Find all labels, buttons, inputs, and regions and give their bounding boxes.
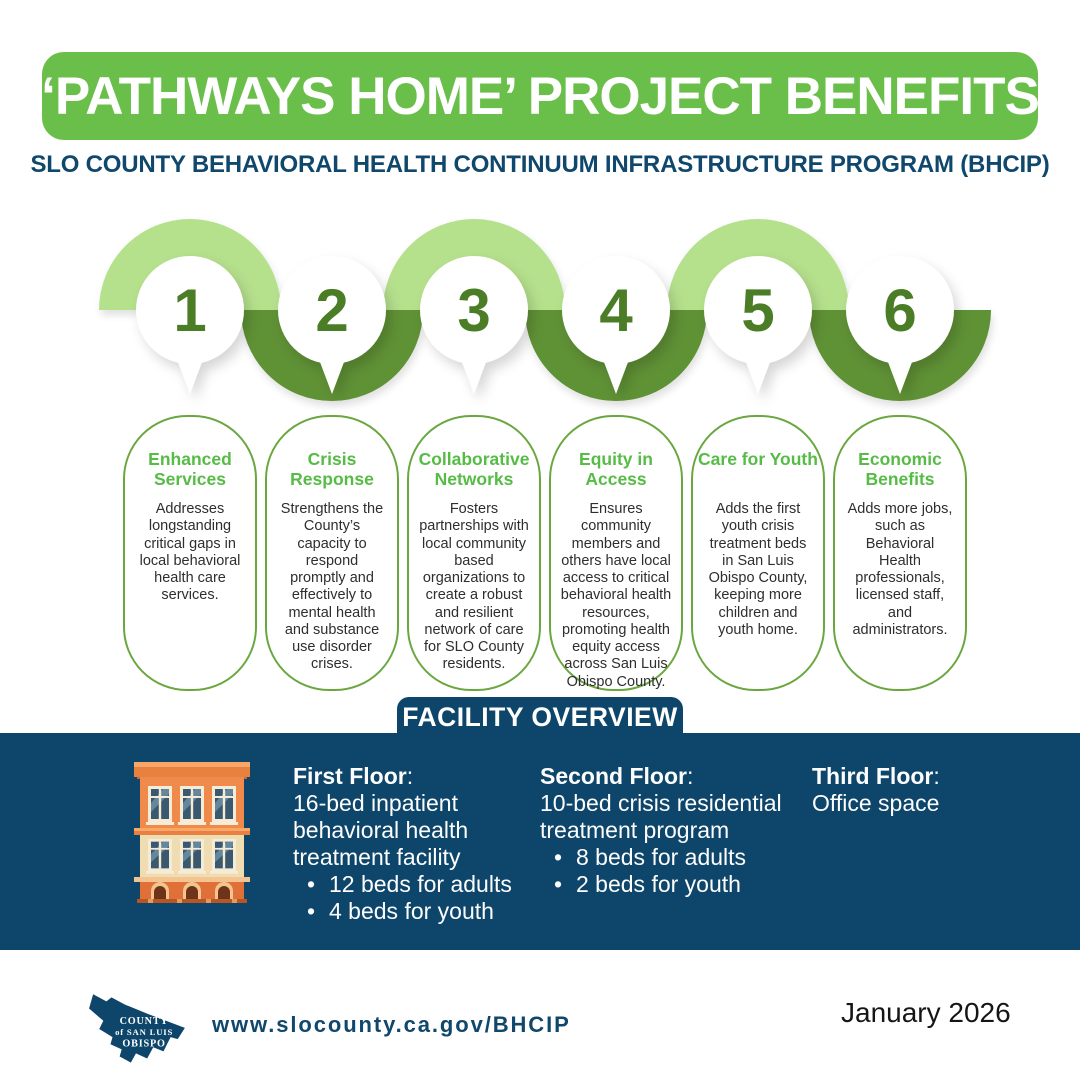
benefit-card: Care for Youth Adds the first youth cris… (691, 415, 825, 691)
step-number: 5 (741, 277, 774, 344)
benefit-card-desc: Ensures community members and others hav… (560, 501, 672, 690)
floor-column-second: Second Floor: 10-bed crisis residential … (540, 763, 812, 898)
benefit-card: Crisis Response Strengthens the County’s… (265, 415, 399, 691)
bullet-dot (293, 898, 329, 925)
wave-ribbon-path (99, 219, 991, 401)
logo-text-line1: COUNTY (120, 1016, 169, 1027)
bullet-item: 2 beds for youth (540, 871, 812, 898)
floor-line: treatment program (540, 817, 730, 843)
benefit-card-desc: Strengthens the County’s capacity to res… (280, 501, 384, 673)
floor-line: behavioral health (293, 817, 469, 843)
step-number: 2 (315, 277, 348, 344)
step-marker (704, 256, 812, 394)
step-marker (846, 256, 954, 394)
benefit-card: Collaborative Networks Fosters partnersh… (407, 415, 541, 691)
facility-overview-tab: FACILITY OVERVIEW (397, 697, 683, 737)
building-icon (134, 762, 250, 903)
page-title: ‘PATHWAYS HOME’ PROJECT BENEFITS (41, 66, 1040, 126)
step-number: 4 (599, 277, 633, 344)
page-subtitle: SLO COUNTY BEHAVIORAL HEALTH CONTINUUM I… (30, 151, 1050, 178)
floor-column-third: Third Floor: Office space (812, 763, 1052, 817)
logo-text-line3: OBISPO (122, 1038, 165, 1049)
floor-column-first: First Floor: 16-bed inpatient behavioral… (293, 763, 538, 925)
benefit-card-desc: Adds more jobs, such as Behavioral Healt… (847, 501, 953, 638)
floor-title: Second Floor: (540, 763, 694, 789)
benefit-card: Equity in Access Ensures community membe… (549, 415, 683, 691)
header-banner: ‘PATHWAYS HOME’ PROJECT BENEFITS (41, 52, 1040, 140)
benefit-card-title: Care for Youth (698, 449, 818, 469)
floor-line: treatment facility (293, 844, 461, 870)
step-marker (278, 256, 386, 394)
bullet-text: 12 beds for adults (329, 871, 512, 897)
benefit-card: Economic Benefits Adds more jobs, such a… (833, 415, 967, 691)
logo-text-line2: of SAN LUIS (115, 1027, 173, 1037)
bullet-dot (540, 844, 576, 871)
bullet-text: 2 beds for youth (576, 871, 741, 897)
benefit-card-desc: Fosters partnerships with local communit… (419, 501, 529, 673)
footer-url: www.slocounty.ca.gov/BHCIP (212, 1012, 571, 1037)
benefit-card-desc: Addresses longstanding critical gaps in … (139, 501, 241, 604)
step-number: 6 (883, 277, 916, 344)
county-logo-icon: COUNTY of SAN LUIS OBISPO (89, 994, 185, 1063)
step-marker (420, 256, 528, 394)
bullet-text: 4 beds for youth (329, 898, 494, 924)
benefit-card-title: Enhanced Services (148, 449, 232, 490)
benefit-card-title: Economic Benefits (858, 449, 942, 490)
floor-title: First Floor: (293, 763, 414, 789)
bullet-item: 12 beds for adults (293, 871, 538, 898)
benefit-card: Enhanced Services Addresses longstanding… (123, 415, 257, 691)
step-marker (562, 256, 670, 394)
floor-title: Third Floor: (812, 763, 940, 789)
bullet-text: 8 beds for adults (576, 844, 747, 870)
step-number: 3 (457, 277, 490, 344)
benefit-card-title: Collaborative Networks (418, 449, 530, 490)
facility-overview-heading: FACILITY OVERVIEW (402, 701, 678, 732)
footer-date: January 2026 (841, 997, 1011, 1028)
step-number: 1 (173, 277, 206, 344)
facility-overview-band: First Floor: 16-bed inpatient behavioral… (0, 733, 1080, 950)
benefit-card-desc: Adds the first youth crisis treatment be… (708, 501, 808, 638)
floor-line: Office space (812, 790, 940, 816)
bullet-item: 8 beds for adults (540, 844, 812, 871)
bullet-dot (293, 871, 329, 898)
benefit-card-title: Crisis Response (290, 449, 374, 490)
bullet-dot (540, 871, 576, 898)
benefit-card-title: Equity in Access (579, 449, 653, 490)
steps-wave-section: 1 2 3 4 5 6 (0, 198, 1080, 418)
floor-line: 10-bed crisis residential (540, 790, 782, 816)
wave-ribbon-graphic: 1 2 3 4 5 6 (99, 219, 991, 401)
bullet-item: 4 beds for youth (293, 898, 538, 925)
step-marker (136, 256, 244, 394)
floor-line: 16-bed inpatient (293, 790, 458, 816)
